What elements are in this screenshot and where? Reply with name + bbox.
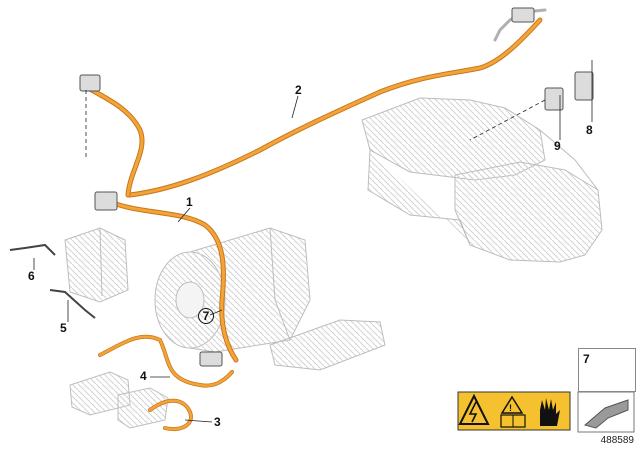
legend-bolt-box: 7 xyxy=(578,348,636,392)
callout-3: 3 xyxy=(214,415,221,429)
connector-block xyxy=(69,371,169,429)
transmission-housing xyxy=(154,227,311,353)
cable-connectors xyxy=(79,7,594,367)
callout-1: 1 xyxy=(186,195,193,209)
high-voltage-warning-icon xyxy=(458,393,490,425)
callout-6: 6 xyxy=(28,269,35,283)
hv-battery-unit xyxy=(361,97,603,263)
callout-4: 4 xyxy=(140,369,147,383)
bracket-6 xyxy=(9,243,56,256)
callout-7: 7 xyxy=(198,308,214,324)
manual-info-icon xyxy=(500,414,526,428)
electric-module-left xyxy=(64,227,129,303)
torque-wrench-icon xyxy=(577,391,635,433)
bracket-assembly xyxy=(269,319,386,371)
caution-triangle-icon: ! xyxy=(500,395,524,414)
protective-glove-icon xyxy=(540,398,560,426)
svg-text:!: ! xyxy=(509,403,512,413)
leader-lines xyxy=(33,60,593,423)
hv-cable-1 xyxy=(102,197,239,363)
callout-8: 8 xyxy=(586,123,593,137)
bracket-5 xyxy=(49,289,96,319)
warning-label: ! xyxy=(457,391,571,431)
cable-3 xyxy=(148,398,193,432)
legend-number: 7 xyxy=(583,352,590,366)
callout-5: 5 xyxy=(60,321,67,335)
diagram-id: 488589 xyxy=(600,435,634,446)
callout-9: 9 xyxy=(554,139,561,153)
callout-2: 2 xyxy=(295,83,302,97)
cable-4 xyxy=(98,334,234,388)
